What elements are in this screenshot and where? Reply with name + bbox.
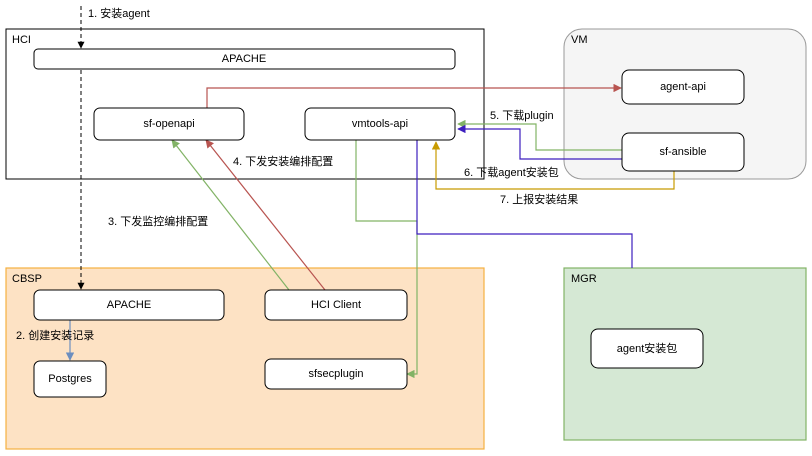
step-1-label: 1. 安装agent (88, 6, 150, 20)
group-cbsp-label: CBSP (12, 273, 42, 285)
arrow-step6 (457, 124, 622, 160)
node-apache-cbsp: APACHE (33, 289, 225, 321)
node-hci-client: HCI Client (264, 289, 408, 321)
line-vmtools-to-mgr (416, 140, 633, 268)
arrow-step3 (171, 139, 290, 291)
step-4-label: 4. 下发安装编排配置 (233, 154, 333, 168)
node-agent-package: agent安装包 (590, 328, 704, 369)
step-5-label: 5. 下载plugin (490, 109, 554, 122)
node-hci-client-label: HCI Client (311, 299, 361, 311)
arrow-step5 (457, 119, 622, 151)
node-sfsecplugin: sfsecplugin (264, 358, 408, 390)
group-vm-label: VM (571, 34, 588, 46)
step-2-label: 2. 创建安装记录 (16, 328, 94, 342)
node-sf-ansible-label: sf-ansible (659, 146, 706, 158)
step-3-label: 3. 下发监控编排配置 (108, 214, 208, 228)
group-hci-label: HCI (12, 34, 31, 46)
arrow-step4 (205, 139, 326, 291)
node-apache-hci: APACHE (33, 48, 456, 70)
node-postgres: Postgres (33, 360, 107, 398)
node-sf-ansible: sf-ansible (621, 132, 745, 172)
node-vmtools-api-label: vmtools-api (352, 118, 408, 130)
node-vmtools-api: vmtools-api (304, 107, 456, 141)
node-apache-hci-label: APACHE (222, 53, 266, 65)
node-agent-package-label: agent安装包 (617, 341, 678, 355)
arrow-openapi-to-agent-api (206, 83, 622, 108)
node-agent-api-label: agent-api (660, 81, 706, 93)
node-sfsecplugin-label: sfsecplugin (308, 368, 363, 380)
arrow-step7 (431, 141, 675, 190)
node-sf-openapi: sf-openapi (93, 107, 245, 141)
group-mgr-label: MGR (571, 273, 597, 285)
node-apache-cbsp-label: APACHE (107, 299, 151, 311)
node-agent-api: agent-api (621, 69, 745, 105)
node-postgres-label: Postgres (48, 373, 92, 385)
step-7-label: 7. 上报安装结果 (500, 192, 578, 206)
node-sf-openapi-label: sf-openapi (143, 118, 194, 130)
step-6-label: 6. 下载agent安装包 (464, 165, 559, 179)
